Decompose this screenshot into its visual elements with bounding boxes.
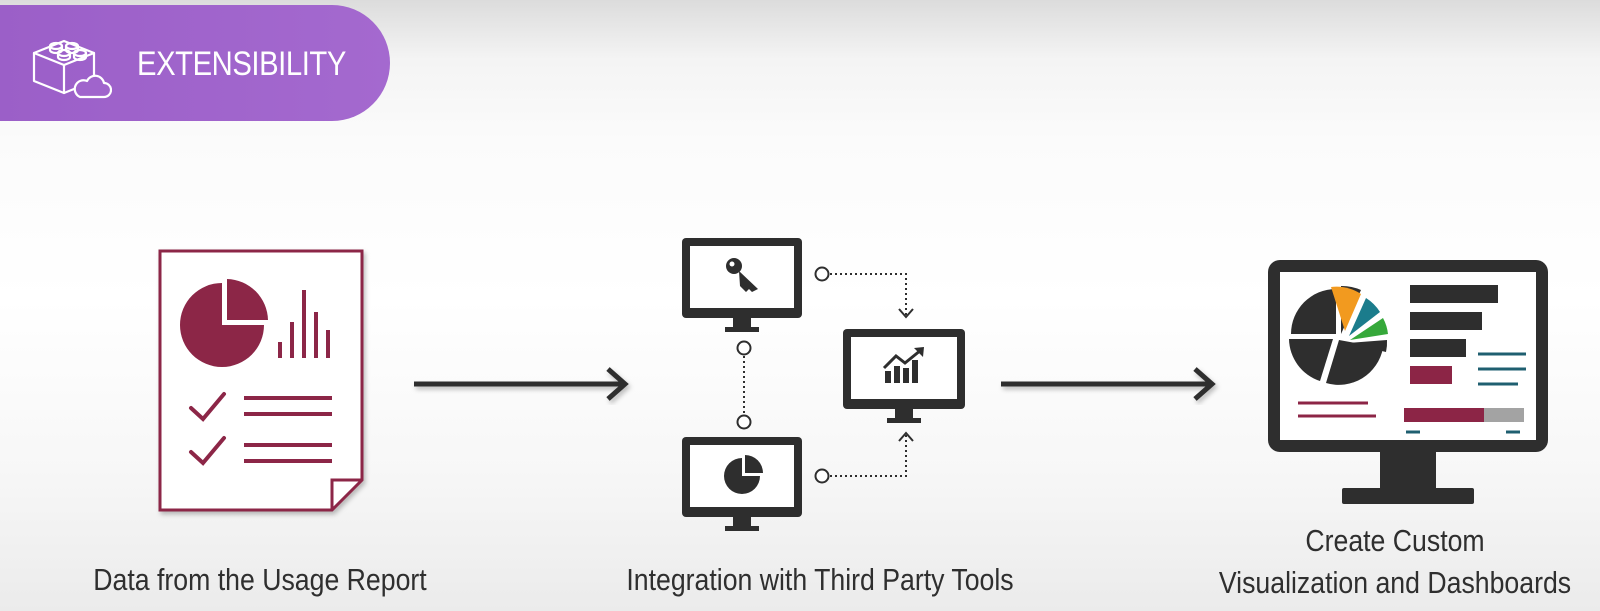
section-badge: EXTENSIBILITY <box>0 5 390 121</box>
key-monitor-icon <box>682 238 802 332</box>
caption-line-1: Create Custom <box>1305 523 1485 558</box>
dashboard-monitor-icon <box>1268 260 1548 504</box>
flow-arrow-1 <box>414 367 629 401</box>
chart-monitor-icon <box>682 437 802 531</box>
trend-monitor-icon <box>843 329 965 423</box>
report-document-icon <box>158 249 364 512</box>
section-title: EXTENSIBILITY <box>137 45 346 83</box>
caption-line-2: Visualization and Dashboards <box>1218 565 1572 600</box>
connected-monitors-icon <box>682 238 965 531</box>
caption-custom-dashboards: Create Custom Visualization and Dashboar… <box>1219 520 1572 604</box>
lego-brick-cloud-icon <box>32 39 112 99</box>
caption-third-party-tools: Integration with Third Party Tools <box>626 562 1014 597</box>
flow-arrow-2 <box>1001 367 1216 401</box>
caption-usage-report: Data from the Usage Report <box>93 562 427 597</box>
